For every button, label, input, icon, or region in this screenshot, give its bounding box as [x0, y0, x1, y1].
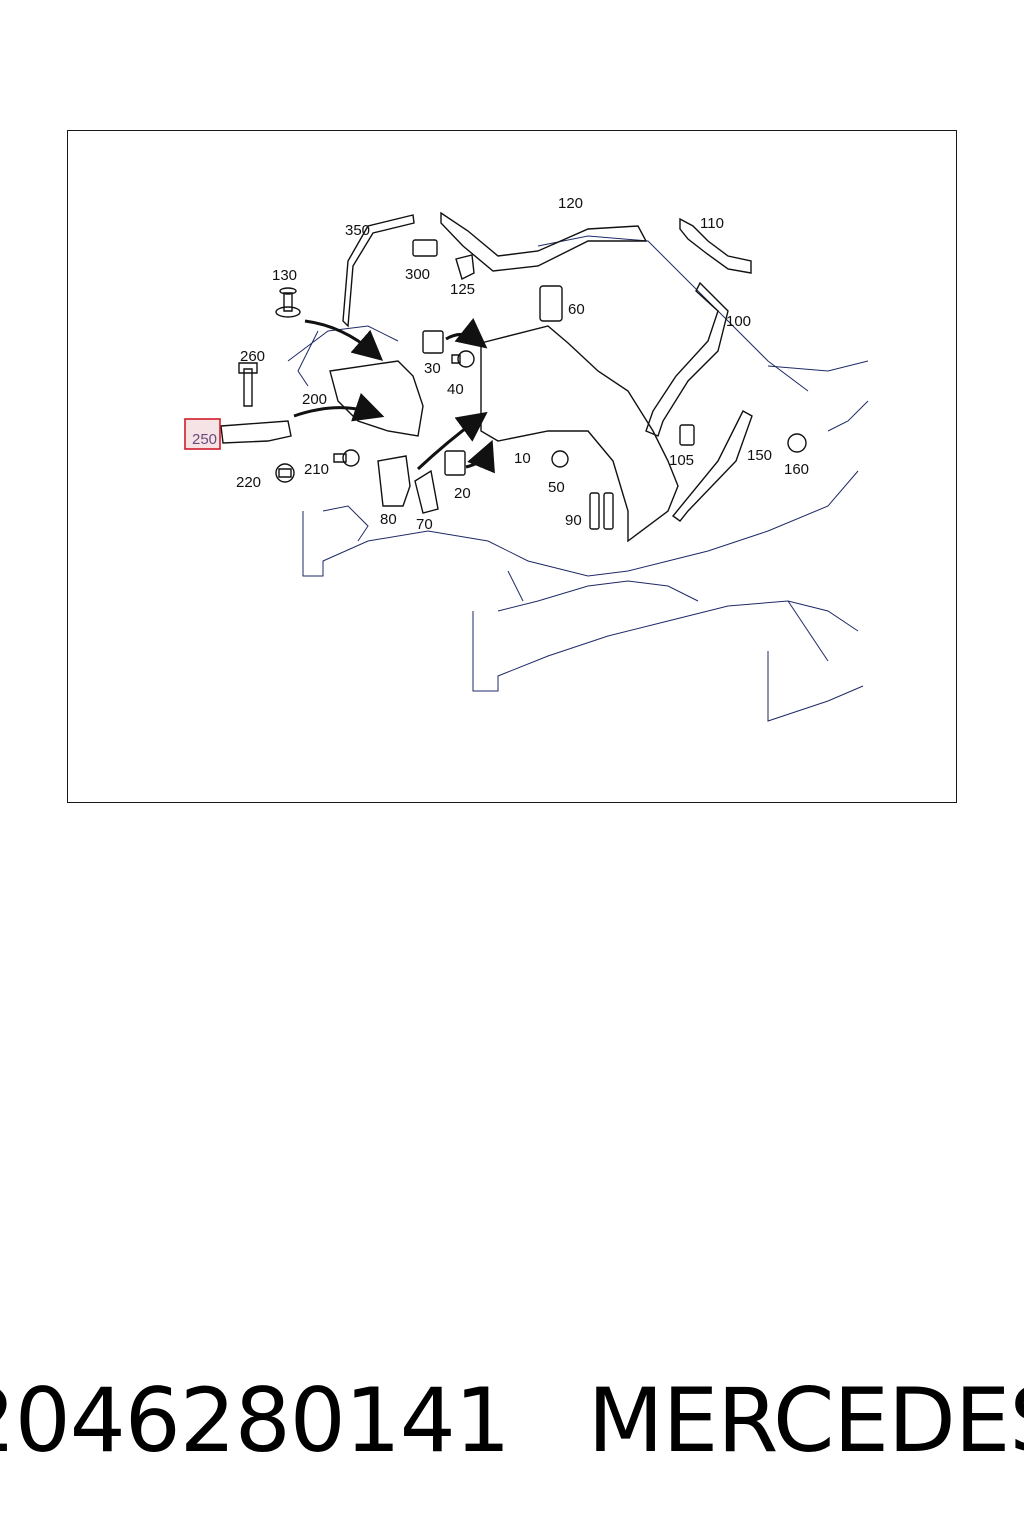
- caption: 2046280141 MERCEDES: [0, 1355, 1024, 1485]
- part-125-clip: [455, 254, 475, 280]
- part-30-clip: [422, 330, 444, 354]
- callout-100: 100: [726, 313, 751, 330]
- callout-125: 125: [450, 281, 475, 298]
- part-20-pad: [444, 450, 466, 476]
- part-260-bolt: [238, 362, 258, 407]
- callout-350: 350: [345, 222, 370, 239]
- callout-150: 150: [747, 447, 772, 464]
- part-60-pad: [539, 285, 563, 322]
- part-110-bracket: [679, 217, 752, 274]
- callout-60: 60: [568, 301, 585, 318]
- callout-labels: 350 120 110 300 130 125 60 100 260 30 40…: [192, 195, 809, 533]
- part-50-nut: [551, 450, 569, 468]
- callout-120: 120: [558, 195, 583, 212]
- part-150-strip: [671, 410, 753, 522]
- callout-250: 250: [192, 431, 217, 448]
- part-250-plate: [220, 420, 292, 444]
- callout-80: 80: [380, 511, 397, 528]
- part-210-screw: [333, 449, 360, 467]
- callout-70: 70: [416, 516, 433, 533]
- callout-160: 160: [784, 461, 809, 478]
- body-structure-outline: [287, 235, 869, 722]
- callout-300: 300: [405, 266, 430, 283]
- callout-260: 260: [240, 348, 265, 365]
- part-10-liner: [480, 325, 679, 543]
- part-105-clip: [679, 424, 695, 446]
- callout-40: 40: [447, 381, 464, 398]
- part-160-grommet: [787, 433, 807, 453]
- callout-130: 130: [272, 267, 297, 284]
- part-40-screw: [451, 350, 475, 368]
- part-70-bracket: [414, 469, 439, 514]
- callout-210: 210: [304, 461, 329, 478]
- callout-220: 220: [236, 474, 261, 491]
- callout-20: 20: [454, 485, 471, 502]
- parts-diagram: 350 120 110 300 130 125 60 100 260 30 40…: [184, 195, 869, 722]
- callout-10: 10: [514, 450, 531, 467]
- brand-name: MERCEDES: [587, 1368, 1024, 1472]
- part-80-bracket: [377, 455, 411, 507]
- callout-30: 30: [424, 360, 441, 377]
- callout-50: 50: [548, 479, 565, 496]
- callout-110: 110: [700, 215, 724, 232]
- diagram-frame: 350 120 110 300 130 125 60 100 260 30 40…: [67, 130, 957, 803]
- part-120-crossmember: [440, 211, 648, 272]
- highlight-box-250: [184, 418, 221, 450]
- part-350-strut: [342, 214, 415, 328]
- part-300-clip: [412, 239, 438, 257]
- assembly-arrows: [293, 318, 495, 474]
- callout-105: 105: [669, 452, 694, 469]
- part-200-bracket: [329, 360, 424, 437]
- callout-90: 90: [565, 512, 582, 529]
- part-130-rivet: [275, 287, 301, 318]
- part-90-clips: [589, 492, 614, 530]
- callout-200: 200: [302, 391, 327, 408]
- part-number: 2046280141: [0, 1368, 511, 1472]
- part-100-strip: [645, 281, 729, 437]
- part-220-screw: [275, 463, 295, 483]
